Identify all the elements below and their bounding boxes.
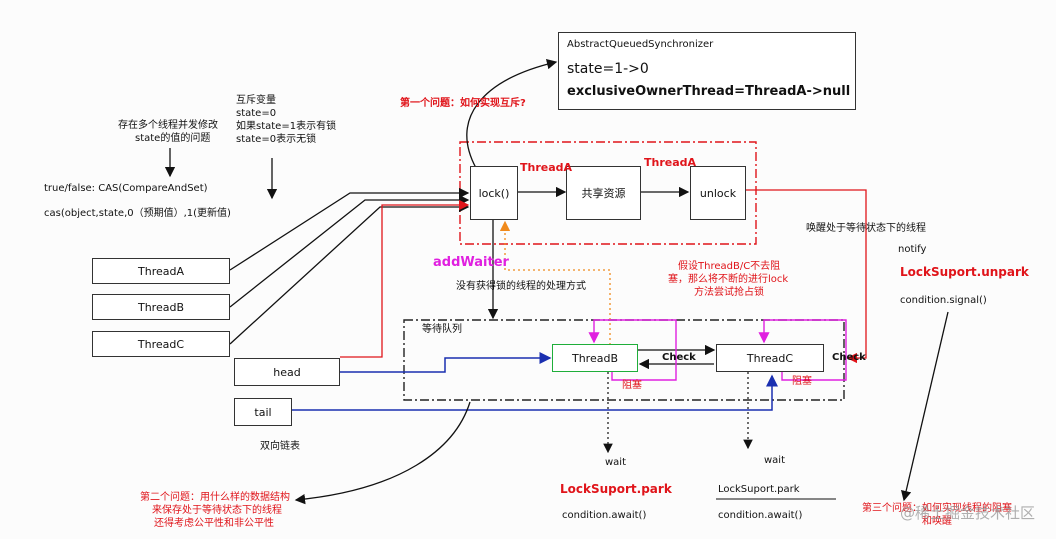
- tail-to-threadC: [292, 374, 778, 411]
- watermark: @稀土掘金技术社区: [900, 504, 1036, 522]
- park-label-2: LockSuport.park: [718, 484, 800, 495]
- tail-box: tail: [234, 398, 292, 426]
- threadA-label-1: ThreadA: [520, 161, 573, 174]
- problem3-note-1: 和唤醒: [922, 516, 952, 527]
- shared-resource-box: 共享资源: [566, 166, 641, 220]
- threadC-self-loop: [758, 319, 847, 381]
- concurrency-note-0: 存在多个线程并发修改: [118, 120, 218, 131]
- head-to-threadB: [340, 352, 552, 373]
- cas-note-2: cas(object,state,0（预期值）,1(更新值): [44, 208, 231, 219]
- aqs-owner-line: exclusiveOwnerThread=ThreadA->null: [567, 84, 851, 99]
- check-label-2: Check: [832, 352, 866, 363]
- wait-queue-label: 等待队列: [422, 324, 462, 335]
- notify-label: notify: [898, 244, 927, 255]
- unpark-label: LockSuport.unpark: [900, 265, 1029, 279]
- threadC-line: [229, 201, 470, 345]
- mutex-var-1: state=0: [236, 108, 277, 119]
- unlock-box: unlock: [690, 166, 746, 220]
- threadA-label-2: ThreadA: [644, 156, 697, 169]
- aqs-box: AbstractQueuedSynchronizer state=1->0 ex…: [558, 32, 856, 110]
- threadA-box: ThreadA: [92, 258, 230, 284]
- block-label-1: 阻塞: [622, 380, 642, 391]
- add-waiter-label: addWaiter: [433, 255, 509, 270]
- mutex-var-3: state=0表示无锁: [236, 134, 317, 145]
- queue-threadB-box: ThreadB: [552, 344, 638, 372]
- park-label-1: LockSuport.park: [560, 482, 672, 496]
- wait-queue-region: [403, 319, 845, 401]
- concurrency-note-1: state的值的问题: [135, 133, 211, 144]
- problem2-note-1: 来保存处于等待状态下的线程: [152, 505, 282, 516]
- queue-to-problem2-arrow: [294, 401, 471, 505]
- threadC-box: ThreadC: [92, 331, 230, 357]
- signal-label: condition.signal(): [900, 295, 987, 306]
- queue-threadC-box: ThreadC: [716, 344, 824, 372]
- no-lock-note: 没有获得锁的线程的处理方式: [456, 281, 586, 292]
- threadB-self-loop: [588, 319, 677, 381]
- await-label-1: condition.await(): [562, 510, 647, 521]
- wait-label-2: wait: [764, 455, 786, 466]
- mutex-var-2: 如果state=1表示有锁: [236, 121, 337, 132]
- assume-note-2: 方法尝试抢占锁: [694, 287, 764, 298]
- head-box: head: [234, 358, 340, 386]
- await-label-2: condition.await(): [718, 510, 803, 521]
- threadB-box: ThreadB: [92, 294, 230, 320]
- wake-note: 唤醒处于等待状态下的线程: [806, 223, 926, 234]
- head-to-lock-red: [340, 199, 470, 358]
- assume-note-1: 塞，那么将不断的进行lock: [668, 274, 789, 285]
- curve-arrow-to-aqs: [466, 59, 558, 169]
- block-label-2: 阻塞: [792, 376, 812, 387]
- signal-to-problem3-arrow: [901, 311, 949, 502]
- problem2-note-2: 还得考虑公平性和非公平性: [154, 518, 274, 529]
- mutex-var-0: 互斥变量: [236, 95, 276, 106]
- problem2-note-0: 第二个问题：用什么样的数据结构: [140, 492, 290, 503]
- aqs-state-line: state=1->0: [567, 61, 649, 77]
- assume-note-0: 假设ThreadB/C不去阻: [678, 261, 781, 272]
- check-label-1: Check: [662, 352, 696, 363]
- lock-box: lock(): [470, 166, 518, 220]
- cas-note-1: true/false: CAS(CompareAndSet): [44, 183, 208, 194]
- unlock-to-queue-red: [746, 189, 867, 364]
- wait-label-1: wait: [605, 457, 627, 468]
- threadA-line: [229, 187, 470, 271]
- problem3-note-0: 第三个问题：如何实现线程的阻塞: [862, 503, 1012, 514]
- aqs-title: AbstractQueuedSynchronizer: [567, 39, 714, 50]
- problem1-note: 第一个问题：如何实现互斥?: [400, 98, 526, 109]
- double-list-label: 双向链表: [260, 441, 300, 452]
- threadB-line: [229, 194, 470, 308]
